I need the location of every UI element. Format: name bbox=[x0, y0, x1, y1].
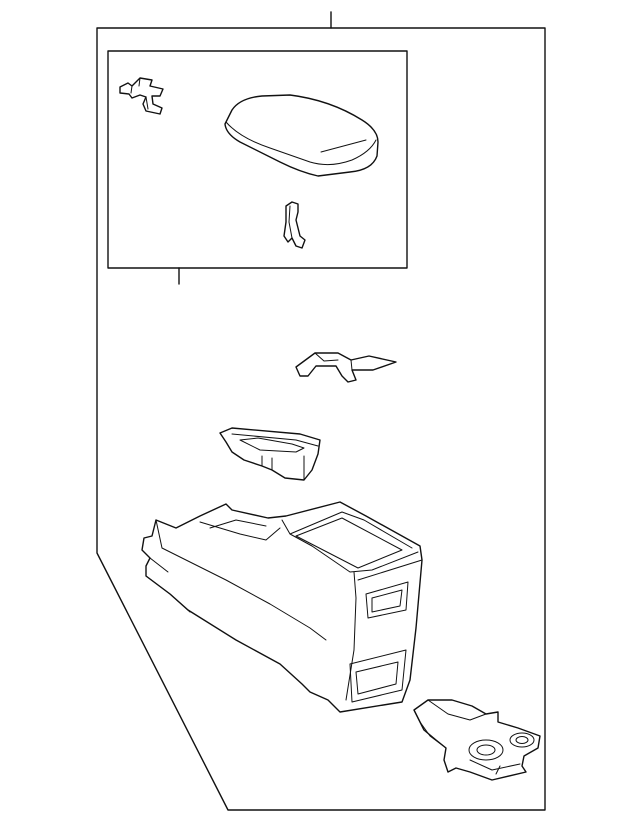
armrest-hinge-bracket bbox=[119, 77, 164, 115]
assembly-outline bbox=[96, 27, 546, 811]
lock-latch bbox=[283, 201, 306, 249]
armrest-subassembly-box bbox=[107, 50, 408, 269]
armrest-lid bbox=[224, 94, 379, 177]
console-box-body bbox=[141, 501, 423, 713]
panel-retainer-clip bbox=[295, 352, 397, 383]
cup-holder-tray bbox=[219, 427, 321, 481]
rear-mounting-bracket bbox=[413, 699, 541, 781]
